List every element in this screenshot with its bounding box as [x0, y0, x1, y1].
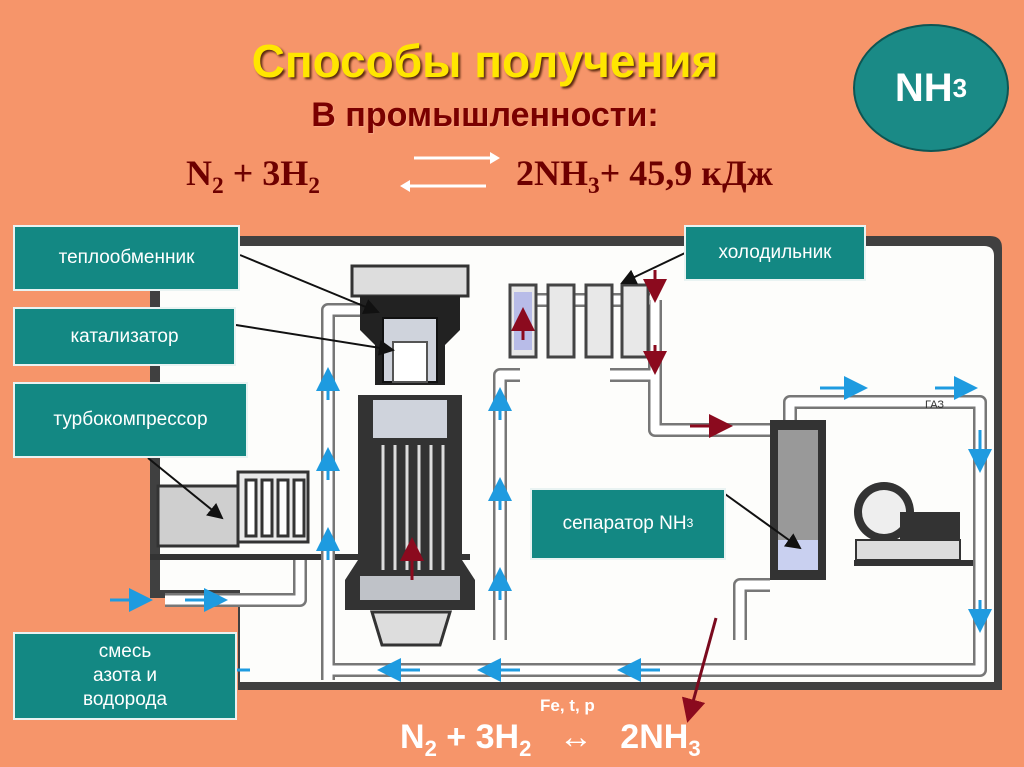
reaction-conditions: Fe, t, p — [540, 696, 595, 715]
gas-label: ГАЗ — [925, 399, 944, 411]
equation-right: 2NH3+ 45,9 кДж — [516, 153, 773, 200]
label-cooler: холодильник — [684, 225, 866, 281]
label-gas-mixture: смесь азота и водорода — [13, 632, 237, 720]
equation-left: N2 + 3H2 — [186, 153, 320, 200]
bottom-equation: N2 + 3H2 ↔ 2NH3 — [400, 718, 701, 761]
label-heat-exchanger: теплообменник — [13, 225, 240, 291]
page-subtitle: В промышленности: — [311, 96, 659, 134]
label-catalyst: катализатор — [13, 307, 236, 366]
label-turbocompressor: турбокомпрессор — [13, 382, 248, 458]
page-title: Способы получения — [251, 35, 719, 87]
equilibrium-arrows-icon — [400, 152, 500, 192]
